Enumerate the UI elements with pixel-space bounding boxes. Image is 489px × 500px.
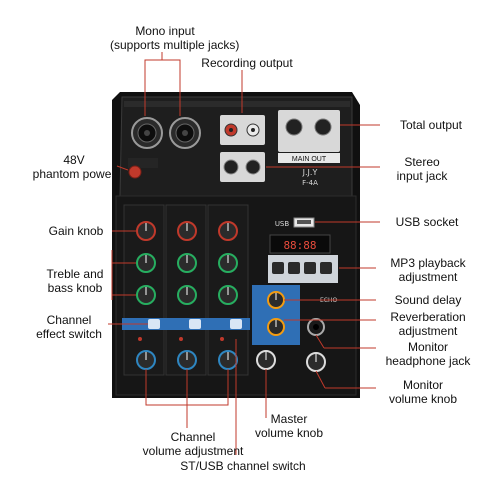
effect-panel: [252, 285, 300, 345]
channel-strip-1: [123, 204, 165, 376]
phantom-leader: [116, 165, 129, 171]
peak-led-1: [138, 337, 142, 341]
gain-knob-1[interactable]: [136, 221, 156, 241]
channel-volume-knob-3[interactable]: [218, 350, 238, 370]
mp3-button-panel: [268, 255, 338, 283]
monitor-headphone-jack[interactable]: [307, 318, 325, 336]
phantom-power-label: 48V phantom power: [32, 153, 116, 181]
mixer-body-shadow: [112, 92, 360, 398]
usb-silk-label: USB: [275, 220, 290, 228]
mixer-control-panel: [115, 195, 357, 396]
peak-led-2: [179, 337, 183, 341]
model-text: F-4A: [302, 179, 318, 187]
channel-volume-knob-1[interactable]: [136, 350, 156, 370]
sound-delay-label: Sound delay: [394, 293, 462, 307]
total-output-jacks[interactable]: [278, 110, 340, 152]
channel-effect-label: Channel effect switch: [36, 313, 102, 341]
channel-strip-3: [207, 204, 249, 376]
channel-volume-label: Channel volume adjustment: [142, 430, 244, 458]
treble-knob-1[interactable]: [136, 253, 156, 273]
bass-knob-3[interactable]: [218, 285, 238, 305]
gain-knob-label: Gain knob: [48, 224, 104, 238]
mp3-display: 88:88: [269, 234, 331, 254]
mono-input-bracket: [144, 59, 181, 116]
treble-knob-3[interactable]: [218, 253, 238, 273]
st-usb-switch-label: ST/USB channel switch: [180, 459, 306, 473]
echo-silk: ECHO: [320, 297, 337, 304]
effect-switch-strip: [122, 318, 250, 330]
mixer-top-panel: [119, 96, 353, 197]
bass-knob-2[interactable]: [177, 285, 197, 305]
mp3-button-prev[interactable]: [288, 262, 300, 274]
reverb-label: Reverberation adjustment: [390, 310, 466, 338]
recording-output-rca[interactable]: [220, 115, 265, 145]
reverb-knob[interactable]: [267, 318, 285, 336]
mp3-button-play[interactable]: [272, 262, 284, 274]
treble-bass-label: Treble and bass knob: [46, 267, 104, 295]
usb-socket-label: USB socket: [395, 215, 459, 229]
bass-knob-1[interactable]: [136, 285, 156, 305]
stereo-input-label: Stereo input jack: [396, 155, 448, 183]
top-silk-strip: [124, 101, 350, 107]
effect-switch-3[interactable]: [230, 319, 242, 329]
monitor-headphone-label: Monitor headphone jack: [385, 340, 471, 368]
phantom-power-button[interactable]: [128, 158, 158, 179]
gain-knob-2[interactable]: [177, 221, 197, 241]
mono-input-jack-1[interactable]: [131, 117, 163, 149]
total-output-label: Total output: [399, 118, 463, 132]
channel-strip-2: [165, 204, 207, 376]
master-volume-knob[interactable]: [256, 350, 276, 370]
monitor-volume-knob[interactable]: [306, 352, 326, 372]
svg-text:88:88: 88:88: [283, 239, 316, 252]
usb-socket[interactable]: [293, 217, 315, 228]
channel-volume-knob-2[interactable]: [177, 350, 197, 370]
master-volume-label: Master volume knob: [254, 412, 324, 440]
mp3-label: MP3 playback adjustment: [390, 256, 466, 284]
main-out-text: MAIN OUT: [292, 156, 327, 163]
mp3-button-next[interactable]: [304, 262, 316, 274]
brand-text: J.J.Y: [302, 168, 318, 177]
mono-input-jack-2[interactable]: [169, 117, 201, 149]
stereo-input-jack[interactable]: [220, 152, 265, 182]
recording-output-label: Recording output: [201, 56, 293, 70]
monitor-volume-label: Monitor volume knob: [388, 378, 458, 406]
gain-knob-3[interactable]: [218, 221, 238, 241]
effect-switch-2[interactable]: [189, 319, 201, 329]
effect-switch-1[interactable]: [148, 319, 160, 329]
headphone-leader-2: [315, 334, 325, 349]
channel-volume-bracket: [145, 369, 229, 406]
monitor-vol-leader-2: [315, 370, 326, 389]
mp3-button-mode[interactable]: [320, 262, 332, 274]
peak-led-3: [220, 337, 224, 341]
sound-delay-knob[interactable]: [267, 291, 285, 309]
mono-input-label: Mono input (supports multiple jacks): [110, 24, 240, 52]
treble-knob-2[interactable]: [177, 253, 197, 273]
main-out-label-plate: [278, 153, 340, 163]
